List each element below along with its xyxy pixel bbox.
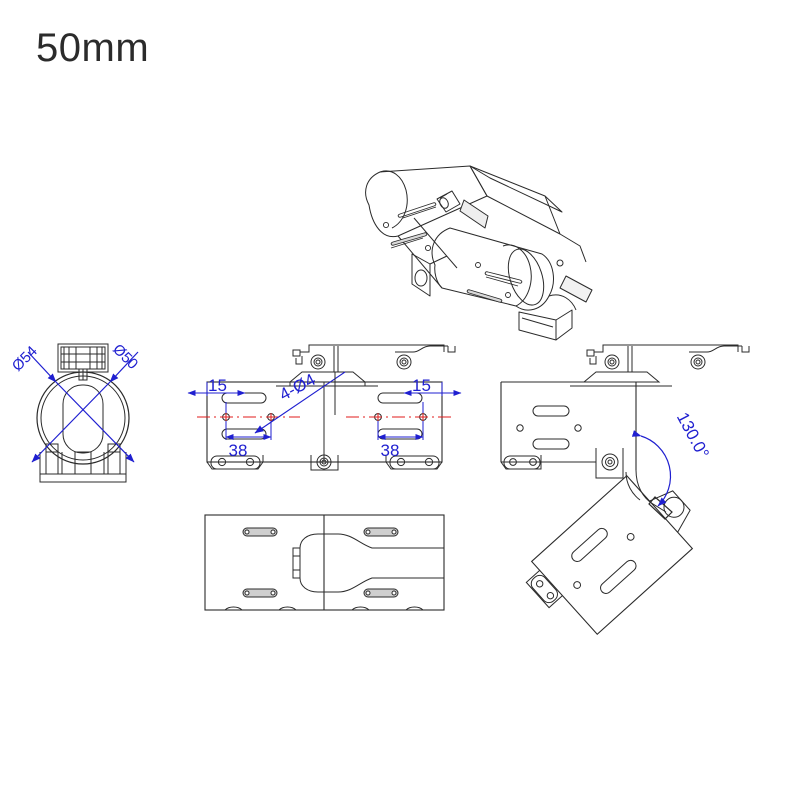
dimension-text-right-38: 38 — [381, 441, 400, 460]
isometric-3d-view — [365, 165, 593, 341]
dimension-dia50: Ø50 — [109, 341, 141, 373]
page-title: 50mm — [36, 26, 150, 70]
front-circular-view: Ø54 Ø50 — [9, 341, 141, 483]
dimension-right-15 — [403, 382, 462, 413]
leader-4-dia4 — [254, 371, 346, 434]
dimension-dia54: Ø54 — [9, 343, 41, 375]
plan-slots — [221, 392, 423, 440]
dimension-text-angle-130: 130.0° — [673, 409, 713, 461]
dimension-left-38 — [225, 421, 272, 440]
bottom-plan-view — [204, 514, 445, 611]
dimension-text-right-15: 15 — [412, 376, 431, 395]
dimension-text-hole-callout: 4-Ø4 — [276, 370, 318, 405]
dimension-right-38 — [377, 421, 424, 440]
dimension-text-left-38: 38 — [229, 441, 248, 460]
dimension-left-15 — [187, 382, 246, 413]
top-plan-view: 15 15 38 — [187, 344, 462, 471]
tilted-plate — [525, 474, 694, 636]
dimension-text-left-15: 15 — [208, 376, 227, 395]
dimension-angle-130 — [631, 430, 672, 507]
side-hinge-view: 130.0° — [500, 344, 750, 636]
